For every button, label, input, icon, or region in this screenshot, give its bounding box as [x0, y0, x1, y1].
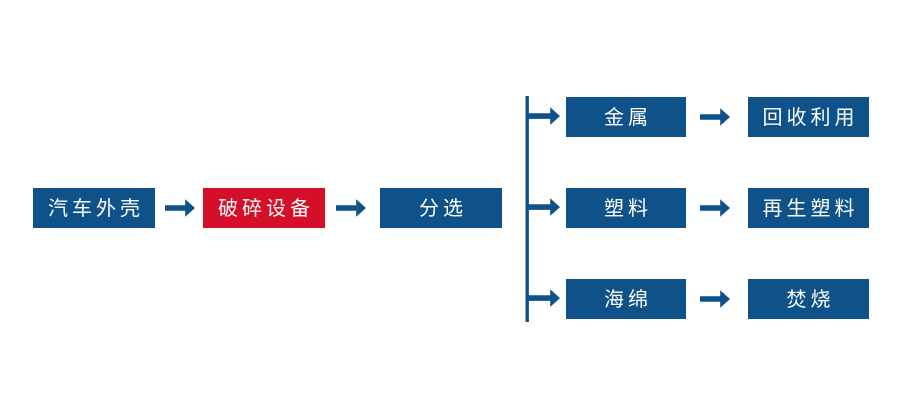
arrow-right-icon — [336, 197, 366, 219]
arrow-right-icon — [700, 288, 730, 310]
arrow-right-icon — [700, 197, 730, 219]
node-recycle[interactable]: 回收利用 — [748, 97, 869, 137]
branch-split-icon — [524, 96, 566, 322]
arrow-right-icon — [165, 197, 195, 219]
node-plastic[interactable]: 塑料 — [566, 188, 686, 228]
node-sorting[interactable]: 分选 — [380, 188, 502, 228]
arrow-right-icon — [700, 106, 730, 128]
node-car-shell[interactable]: 汽车外壳 — [33, 188, 155, 228]
node-regenerated-plastic[interactable]: 再生塑料 — [748, 188, 869, 228]
node-metal[interactable]: 金属 — [566, 97, 686, 137]
node-crusher[interactable]: 破碎设备 — [203, 188, 325, 228]
node-incineration[interactable]: 焚烧 — [748, 279, 869, 319]
node-sponge[interactable]: 海绵 — [566, 279, 686, 319]
